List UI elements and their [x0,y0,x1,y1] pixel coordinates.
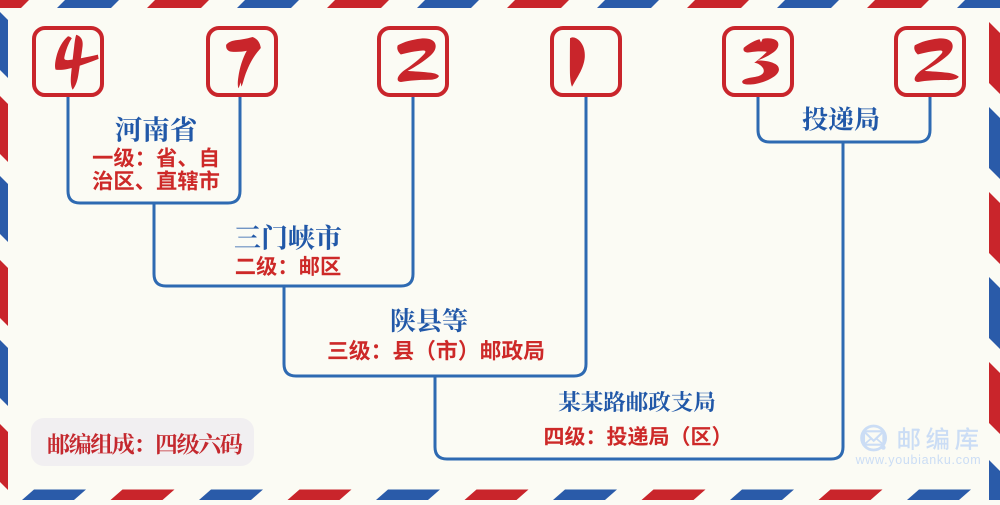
svg-text:www.youbianku.com: www.youbianku.com [855,453,982,467]
